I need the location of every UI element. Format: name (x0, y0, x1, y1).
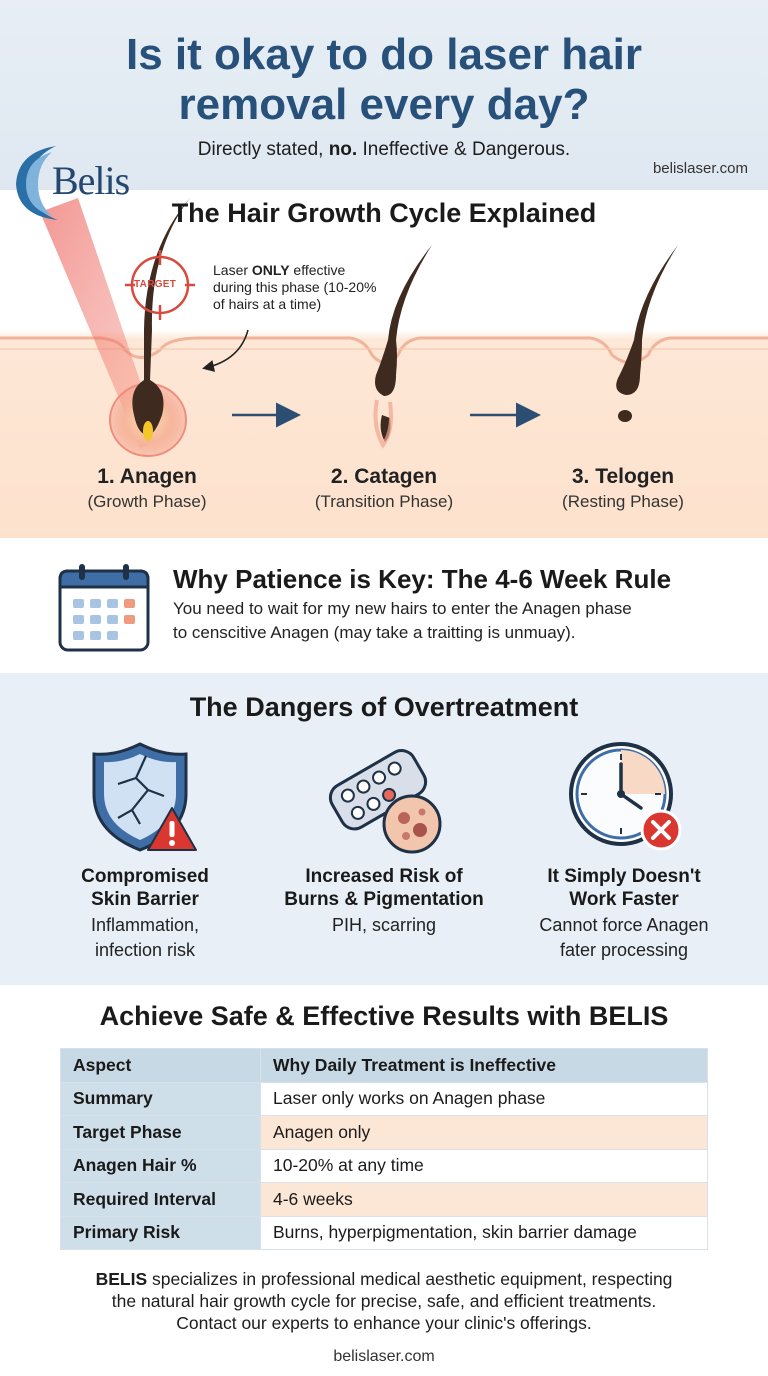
table-cell-value: Burns, hyperpigmentation, skin barrier d… (260, 1215, 708, 1250)
table-cell-value: Anagen only (260, 1115, 708, 1150)
patience-title: Why Patience is Key: The 4-6 Week Rule (173, 564, 672, 594)
logo-swoosh-icon (16, 146, 58, 220)
patience-text-line-2: to censcitive Anagen (may take a traitti… (173, 623, 576, 642)
patience-section: Why Patience is Key: The 4-6 Week Rule Y… (0, 538, 768, 673)
table-row: Anagen Hair % 10-20% at any time (60, 1148, 708, 1183)
annotation-arrow (202, 329, 249, 372)
table-cell-aspect: Primary Risk (60, 1215, 261, 1250)
target-label: TARGET (134, 279, 177, 290)
catagen-hair (375, 245, 432, 396)
target-reticle-icon (125, 250, 195, 320)
clock-cross-icon (569, 742, 682, 851)
title-line-2: removal every day? (178, 80, 590, 129)
anagen-annotation: Laser ONLY effective during this phase (… (213, 262, 383, 313)
danger-desc-line-1: Cannot force Anagen (539, 915, 709, 935)
pills-pigmentation-icon (328, 749, 442, 854)
table-row: Target Phase Anagen only (60, 1115, 708, 1150)
calendar-icon (58, 564, 150, 652)
phase-telogen: 3. Telogen (Resting Phase) (513, 465, 733, 512)
anagen-hair (132, 198, 190, 435)
phase-subtitle: (Transition Phase) (314, 492, 454, 511)
danger-desc-line-2: fater processing (559, 940, 689, 960)
comparison-table: Aspect Why Daily Treatment is Ineffectiv… (60, 1048, 708, 1250)
danger-desc-line-2: infection risk (94, 940, 196, 960)
table-row: Summary Laser only works on Anagen phase (60, 1081, 708, 1116)
table-row: Required Interval 4-6 weeks (60, 1182, 708, 1217)
growth-cycle-section: The Hair Growth Cycle Explained TARGET L… (0, 190, 768, 538)
danger-title-line-2: Skin Barrier (91, 889, 199, 910)
danger-desc-line-1: Inflammation, (90, 915, 200, 935)
footer-line-3: Contact our experts to enhance your clin… (176, 1313, 592, 1333)
growth-cycle-illustration (0, 198, 768, 457)
phase-name: 3. Telogen (571, 465, 675, 488)
belis-logo[interactable]: Belis (12, 142, 157, 224)
laser-beam (40, 198, 160, 448)
note-pre: Laser (213, 262, 249, 278)
footer-line-1: specializes in professional medical aest… (152, 1269, 673, 1289)
danger-item-skin-barrier: Compromised Skin Barrier Inflammation, i… (20, 865, 270, 961)
subtitle-post: Ineffective & Dangerous. (362, 139, 571, 160)
patience-text-line-1: You need to wait for my new hairs to ent… (173, 599, 632, 618)
phase-anagen: 1. Anagen (Growth Phase) (37, 465, 257, 512)
table-cell-aspect: Required Interval (60, 1182, 261, 1217)
dangers-title: The Dangers of Overtreatment (189, 692, 579, 722)
cracked-shield-icon (92, 742, 197, 852)
phase-catagen: 2. Catagen (Transition Phase) (274, 465, 494, 512)
table-cell-aspect: Anagen Hair % (60, 1148, 261, 1183)
logo-text: Belis (52, 158, 130, 203)
table-cell-value: Laser only works on Anagen phase (260, 1081, 708, 1116)
footer-brand: BELIS (95, 1269, 148, 1289)
results-section: Achieve Safe & Effective Results with BE… (0, 985, 768, 1376)
dangers-section: The Dangers of Overtreatment (0, 673, 768, 985)
page-subtitle: Directly stated, no. Ineffective & Dange… (0, 139, 768, 161)
danger-title-line-1: Increased Risk of (305, 866, 463, 887)
results-title: Achieve Safe & Effective Results with BE… (99, 1001, 669, 1031)
table-header-row: Aspect Why Daily Treatment is Ineffectiv… (60, 1048, 708, 1083)
danger-item-not-faster: It Simply Doesn't Work Faster Cannot for… (499, 865, 749, 961)
phase-subtitle: (Resting Phase) (562, 492, 684, 511)
subtitle-pre: Directly stated, (197, 139, 324, 160)
phase-name: 2. Catagen (330, 465, 438, 488)
subtitle-bold: no. (328, 139, 358, 160)
footer-line-2: the natural hair growth cycle for precis… (111, 1291, 657, 1311)
table-row: Primary Risk Burns, hyperpigmentation, s… (60, 1215, 708, 1250)
title-line-1: Is it okay to do laser hair (126, 30, 642, 79)
danger-item-burns: Increased Risk of Burns & Pigmentation P… (259, 865, 509, 936)
page-title: Is it okay to do laser hair removal ever… (0, 30, 768, 130)
danger-desc-line-1: PIH, scarring (331, 915, 437, 935)
note-post: effective during this phase (10-20% of h… (213, 262, 377, 312)
table-header-why: Why Daily Treatment is Ineffective (260, 1048, 708, 1083)
footer-text: BELIS specializes in professional medica… (0, 1268, 768, 1334)
table-cell-aspect: Target Phase (60, 1115, 261, 1150)
danger-title-line-2: Burns & Pigmentation (284, 889, 484, 910)
phase-subtitle: (Growth Phase) (87, 492, 207, 511)
danger-title-line-1: It Simply Doesn't (547, 866, 701, 887)
website-link-bottom[interactable]: belislaser.com (333, 1348, 435, 1365)
note-bold: ONLY (251, 262, 290, 278)
danger-title-line-2: Work Faster (569, 889, 679, 910)
header-section: Is it okay to do laser hair removal ever… (0, 0, 768, 190)
phase-name: 1. Anagen (97, 465, 197, 488)
telogen-hair (616, 245, 678, 395)
website-link-top[interactable]: belislaser.com (652, 160, 748, 177)
danger-title-line-1: Compromised (81, 866, 209, 887)
table-header-aspect: Aspect (60, 1048, 261, 1083)
table-cell-value: 4-6 weeks (260, 1182, 708, 1217)
table-cell-aspect: Summary (60, 1081, 261, 1116)
table-cell-value: 10-20% at any time (260, 1148, 708, 1183)
growth-cycle-title: The Hair Growth Cycle Explained (171, 198, 597, 228)
